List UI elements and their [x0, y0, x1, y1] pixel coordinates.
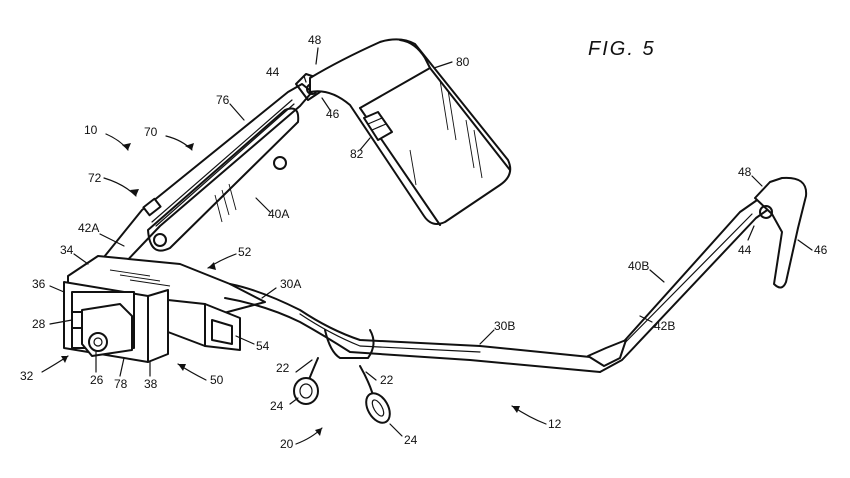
label-10: 10: [84, 123, 98, 137]
battery-module: [309, 38, 512, 226]
label-30a: 30A: [280, 277, 301, 291]
label-78: 78: [114, 377, 128, 391]
camera-housing: [63, 255, 266, 363]
label-40b: 40B: [628, 259, 649, 273]
label-48-left: 48: [308, 33, 322, 47]
label-80: 80: [456, 55, 470, 69]
label-70: 70: [144, 125, 158, 139]
label-54: 54: [256, 339, 270, 353]
label-24-right: 24: [404, 433, 418, 447]
label-22-right: 22: [380, 373, 394, 387]
label-82: 82: [350, 147, 364, 161]
label-46-right: 46: [814, 243, 828, 257]
label-38: 38: [144, 377, 158, 391]
label-44-left: 44: [266, 65, 280, 79]
label-44-right: 44: [738, 243, 752, 257]
nose-pads: [293, 357, 391, 424]
label-46-left: 46: [326, 107, 340, 121]
label-36: 36: [32, 277, 46, 291]
label-20: 20: [280, 437, 294, 451]
label-72: 72: [88, 171, 102, 185]
label-52: 52: [238, 245, 252, 259]
label-32: 32: [20, 369, 34, 383]
leader-lines: [41, 47, 813, 445]
label-50: 50: [210, 373, 224, 387]
main-frame: [224, 283, 601, 373]
display-unit: [167, 299, 241, 351]
label-22-left: 22: [276, 361, 290, 375]
figure-title: FIG. 5: [588, 38, 656, 60]
label-42a: 42A: [78, 221, 99, 235]
right-temple-arm: [587, 176, 808, 373]
label-48-right: 48: [738, 165, 752, 179]
left-temple-arm: [99, 83, 313, 269]
label-28: 28: [32, 317, 46, 331]
label-40a: 40A: [268, 207, 289, 221]
label-76: 76: [216, 93, 230, 107]
label-26: 26: [90, 373, 104, 387]
label-24-left: 24: [270, 399, 284, 413]
label-34: 34: [60, 243, 74, 257]
label-42b: 42B: [654, 319, 675, 333]
label-12: 12: [548, 417, 562, 431]
reference-labels: 10 70 72 76 44 48 46 80 82 40A 42A 34 52…: [20, 33, 828, 451]
label-30b: 30B: [494, 319, 515, 333]
